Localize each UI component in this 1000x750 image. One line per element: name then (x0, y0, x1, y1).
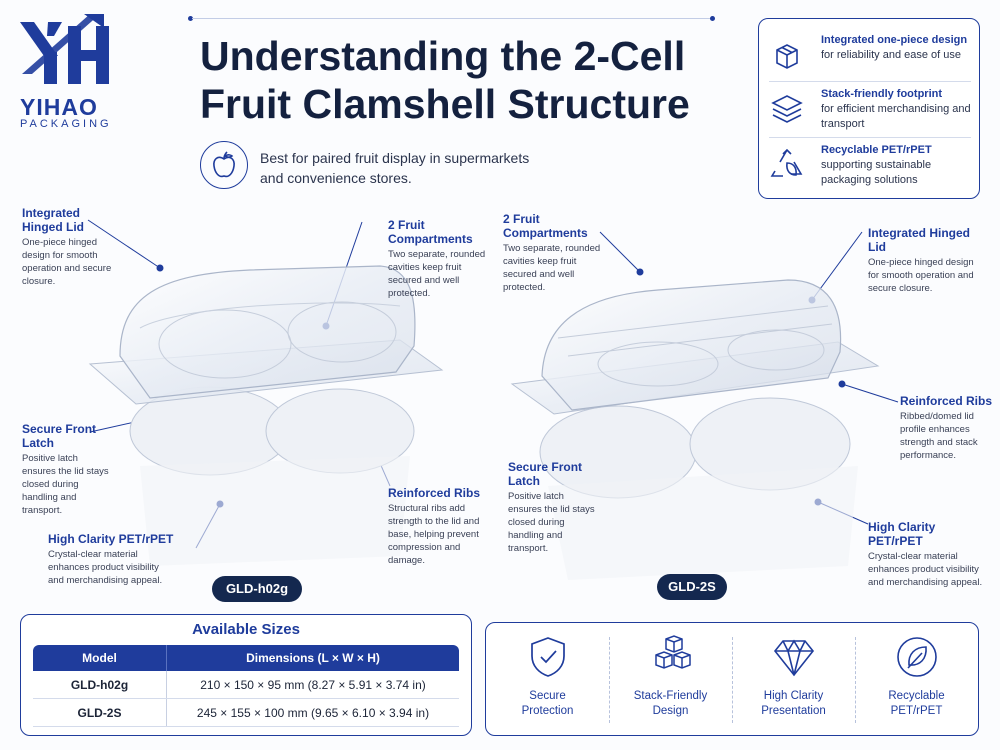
callout-high-clarity: High Clarity PET/rPET Crystal-clear mate… (48, 532, 174, 586)
recycle-icon (769, 147, 805, 183)
available-sizes-panel: Available Sizes Model Dimensions (L × W … (20, 614, 472, 736)
divider (732, 637, 733, 723)
leaf-icon (896, 635, 938, 679)
callout-high-clarity: High Clarity PET/rPET Crystal-clear mate… (868, 520, 983, 588)
model-badge-gld-2s: GLD-2S (657, 574, 727, 600)
callout-compartments: 2 Fruit Compartments Two separate, round… (388, 218, 486, 299)
layers-icon (769, 91, 805, 127)
decorative-dot (710, 16, 715, 21)
model-badge-gld-h02g: GLD-h02g (212, 576, 302, 602)
divider (769, 81, 971, 82)
clamshell-gld-2s-image (510, 279, 880, 580)
divider (609, 637, 610, 723)
decorative-line (192, 18, 712, 19)
clamshell-gld-h02g-image (88, 265, 444, 566)
divider (855, 637, 856, 723)
divider (769, 137, 971, 138)
callout-front-latch: Secure Front Latch Positive latch ensure… (22, 422, 109, 516)
page-title: Understanding the 2-Cell Fruit Clamshell… (200, 33, 690, 127)
shield-check-icon (527, 635, 569, 679)
callout-hinged-lid: Integrated Hinged Lid One-piece hinged d… (22, 206, 112, 287)
sizes-title: Available Sizes (192, 621, 300, 638)
brand-name: YIHAO (20, 94, 98, 120)
table-row: GLD-h02g 210 × 150 × 95 mm (8.27 × 5.91 … (33, 671, 459, 699)
tagline: Best for paired fruit display in superma… (260, 150, 530, 186)
decorative-dot (188, 16, 193, 21)
box-icon (769, 37, 805, 73)
brand-logo-mark (14, 12, 134, 92)
brand-subtitle: PACKAGING (20, 118, 112, 130)
diamond-icon (773, 635, 815, 679)
callout-reinforced-ribs: Reinforced Ribs Ribbed/domed lid profile… (900, 394, 993, 461)
stacked-cubes-icon (650, 635, 692, 679)
table-row: GLD-2S 245 × 155 × 100 mm (9.65 × 6.10 ×… (33, 699, 459, 727)
table-header: Model Dimensions (L × W × H) (33, 645, 459, 671)
callout-hinged-lid: Integrated Hinged Lid One-piece hinged d… (868, 226, 974, 294)
sizes-table: Model Dimensions (L × W × H) GLD-h02g 21… (33, 645, 459, 727)
callout-compartments: 2 Fruit Compartments Two separate, round… (503, 212, 601, 293)
callout-reinforced-ribs: Reinforced Ribs Structural ribs add stre… (388, 486, 481, 566)
callout-front-latch: Secure Front Latch Positive latch ensure… (508, 460, 595, 554)
apple-icon (200, 141, 248, 189)
